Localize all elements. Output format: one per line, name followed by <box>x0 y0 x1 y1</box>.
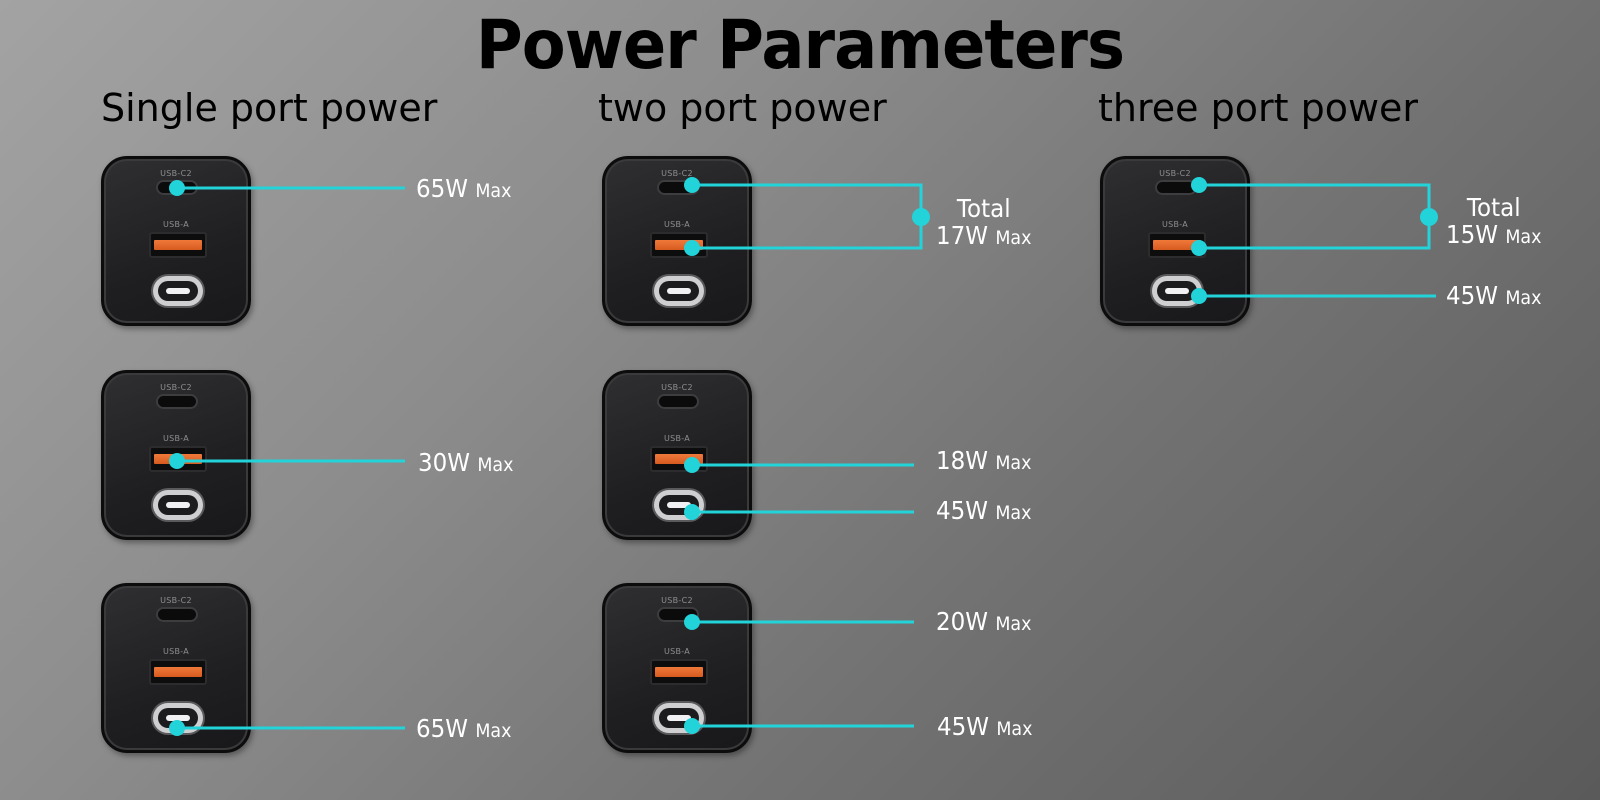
section-title-single-port: Single port power <box>101 86 438 130</box>
connector-dot <box>1420 208 1438 226</box>
connector-dot <box>169 180 185 196</box>
charger-single-a: USB-C2 USB-A <box>101 370 251 540</box>
power-value-single-a: 30W Max <box>418 448 514 477</box>
usb-c2-port <box>657 394 699 409</box>
connector-dot <box>684 457 700 473</box>
power-value-two-a: 18W Max <box>936 446 1032 475</box>
usb-a-label: USB-A <box>663 647 691 656</box>
usb-c2-label: USB-C2 <box>160 596 192 605</box>
connector-dot <box>1191 288 1207 304</box>
connector-dot <box>169 453 185 469</box>
usb-a-label: USB-A <box>663 220 691 229</box>
connector-dot <box>684 718 700 734</box>
connector-line <box>1199 183 1431 250</box>
connector-dot <box>684 240 700 256</box>
usb-c2-label: USB-C2 <box>661 596 693 605</box>
page-title: Power Parameters <box>475 6 1125 85</box>
usb-c1-port <box>654 276 704 306</box>
usb-a-label: USB-A <box>162 220 190 229</box>
power-value-two-c2: 20W Max <box>936 607 1032 636</box>
usb-a-port <box>149 659 207 685</box>
usb-a-label: USB-A <box>1161 220 1189 229</box>
usb-c2-label: USB-C2 <box>160 169 192 178</box>
usb-a-port <box>650 659 708 685</box>
connector-dot <box>169 720 185 736</box>
charger-two-c2-a: USB-C2 USB-A <box>602 156 752 326</box>
connector-dot <box>912 208 930 226</box>
usb-c2-port <box>156 607 198 622</box>
connector-dot <box>1191 177 1207 193</box>
section-title-three-port: three port power <box>1098 86 1419 130</box>
power-total-two-c2-a: Total 17W Max <box>936 194 1032 250</box>
usb-a-label: USB-A <box>162 647 190 656</box>
connector-dot <box>1191 240 1207 256</box>
usb-a-label: USB-A <box>162 434 190 443</box>
usb-c1-port <box>153 276 203 306</box>
usb-c2-label: USB-C2 <box>661 169 693 178</box>
usb-c1-port <box>153 490 203 520</box>
usb-c2-label: USB-C2 <box>661 383 693 392</box>
power-value-two-c1: 45W Max <box>936 496 1032 525</box>
connector-dot <box>684 177 700 193</box>
power-value-single-c2: 65W Max <box>416 174 512 203</box>
power-total-three-c2-a: Total 15W Max <box>1446 193 1542 249</box>
usb-c2-port <box>156 394 198 409</box>
usb-c2-label: USB-C2 <box>1159 169 1191 178</box>
power-value-two-c1-b: 45W Max <box>937 712 1033 741</box>
connector-dot <box>684 614 700 630</box>
usb-c2-label: USB-C2 <box>160 383 192 392</box>
connector-line <box>692 183 923 250</box>
section-title-two-port: two port power <box>598 86 887 130</box>
usb-a-label: USB-A <box>663 434 691 443</box>
usb-a-port <box>149 232 207 258</box>
charger-two-a-c1: USB-C2 USB-A <box>602 370 752 540</box>
power-value-three-c1: 45W Max <box>1446 281 1542 310</box>
connector-dot <box>684 504 700 520</box>
power-value-single-c1: 65W Max <box>416 714 512 743</box>
